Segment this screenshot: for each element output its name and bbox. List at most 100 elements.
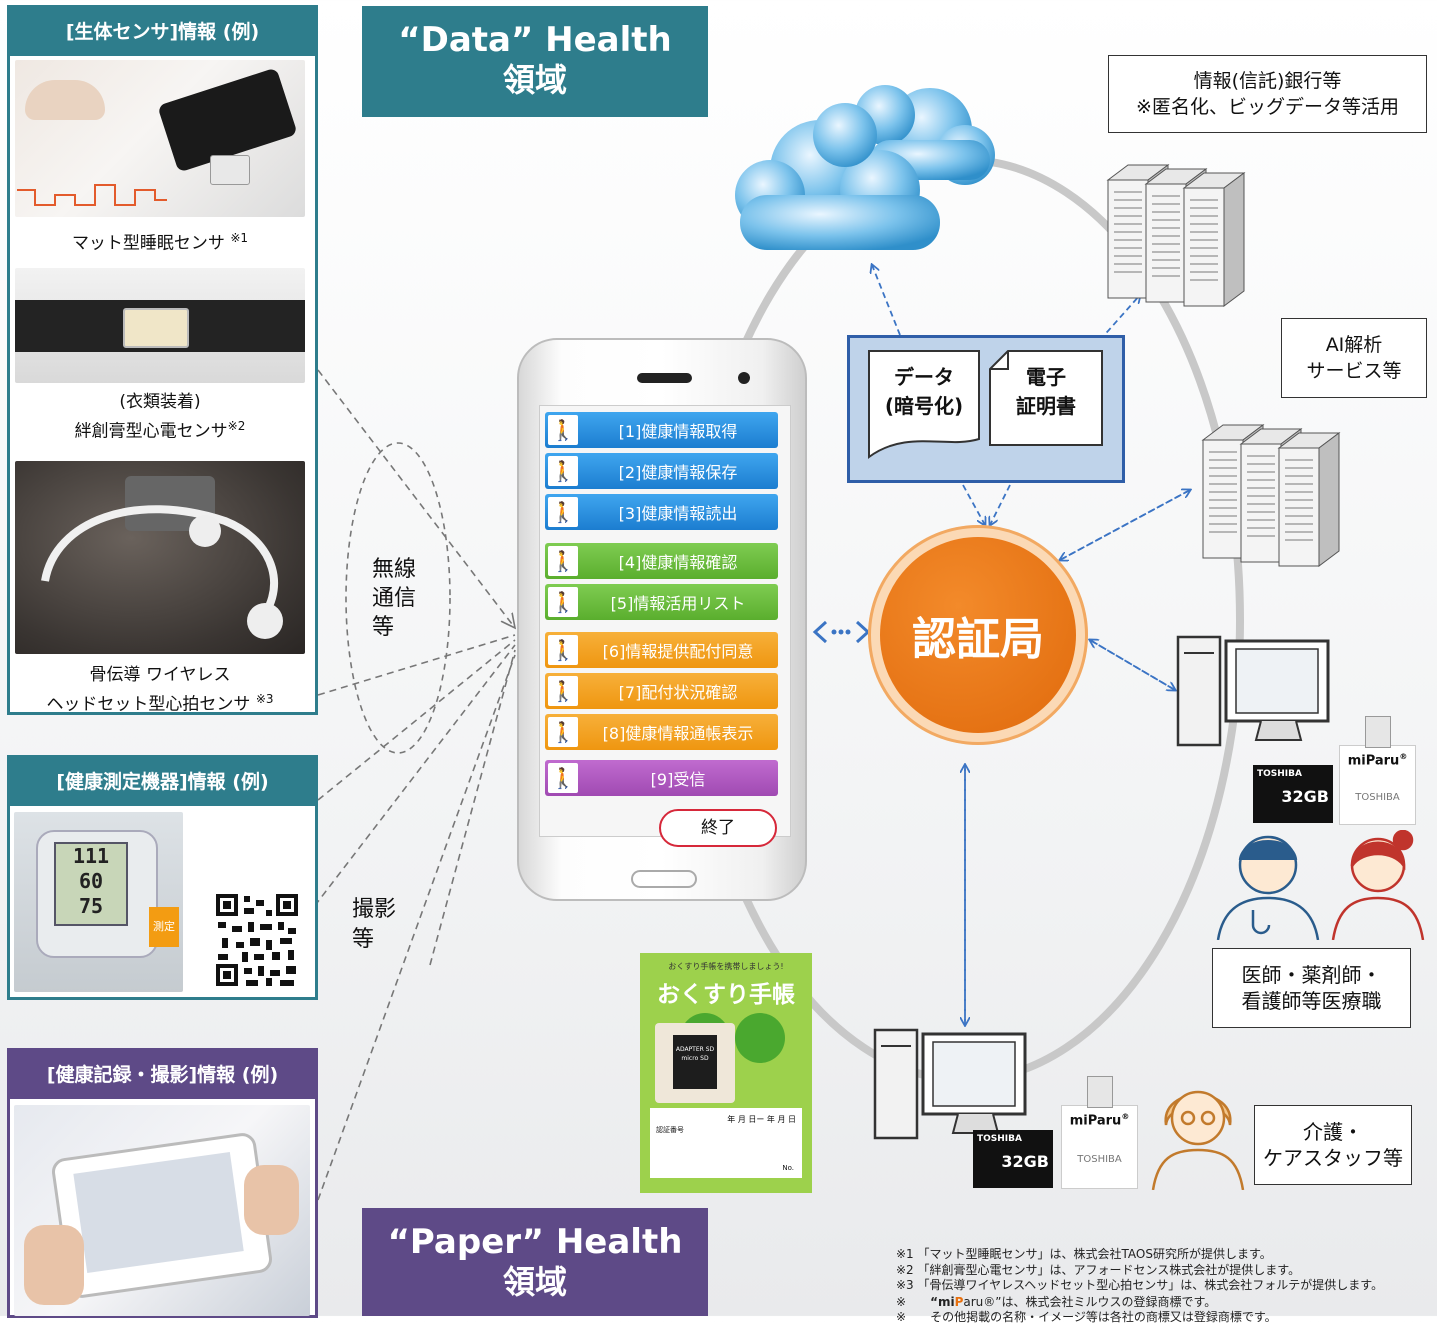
- bottom-miparu-maker: TOSHIBA: [1077, 1154, 1122, 1166]
- trademark-note-2-text: その他掲載の名称・イメージ等は各社の商標又は登録商標です。: [930, 1310, 1277, 1324]
- trademark-note-1-accent: P: [954, 1295, 964, 1309]
- bottom-miparu-reader: miParu® TOSHIBA: [1061, 1076, 1138, 1189]
- blood-pressure-monitor-image: 111 60 75 測定: [14, 812, 183, 992]
- bandage-ecg-sensor-image: [15, 268, 305, 383]
- mat-sleep-sensor-label: マット型睡眠センサ: [71, 233, 225, 254]
- footnote-1: ※1 「マット型睡眠センサ」は、株式会社TAOS研究所が提供します。: [896, 1247, 1272, 1261]
- exit-button[interactable]: 終了: [659, 809, 777, 847]
- photo-label-line1: 撮影: [352, 897, 397, 922]
- paper-health-domain: “Paper” Health 領域: [362, 1208, 708, 1316]
- certificate-authority-label: 認証局: [912, 614, 1044, 665]
- menu-item-6[interactable]: 🚶[6]情報提供配付同意: [545, 632, 778, 668]
- medical-label-line2: 看護師等医療職: [1241, 989, 1382, 1013]
- cert-doc-line2: 証明書: [1016, 394, 1076, 418]
- wireless-label-line1: 無線: [372, 557, 417, 582]
- encrypted-data-doc: データ (暗号化): [867, 349, 981, 459]
- ai-label: AI解析 サービス等: [1281, 318, 1427, 398]
- notebook-dates: 年 月 日ー 年 月 日: [727, 1115, 796, 1124]
- headset-heart-sensor-label-line2: ヘッドセット型心拍センサ: [46, 694, 251, 715]
- bandage-ecg-sensor-label-line2: 絆創膏型心電センサ: [74, 421, 228, 442]
- care-pc-icon: [873, 1028, 1027, 1140]
- walking-person-icon: 🚶: [548, 415, 578, 445]
- health-record-title: [健康記録・撮影]情報 (例): [10, 1051, 315, 1099]
- walking-person-icon: 🚶: [548, 763, 578, 793]
- ai-server-icon: [1202, 424, 1340, 567]
- notebook-sd-label: ADAPTER SD micro SD: [673, 1035, 717, 1089]
- walking-person-icon: 🚶: [548, 546, 578, 576]
- medical-label-line1: 医師・薬剤師・: [1241, 963, 1382, 987]
- right-microsd-maker: TOSHIBA: [1257, 769, 1302, 779]
- certificate-authority: 認証局: [868, 525, 1088, 745]
- right-miparu-brand: miParu: [1347, 753, 1400, 769]
- bank-server-icon: [1106, 164, 1245, 307]
- menu-item-5[interactable]: 🚶 [5]情報活用リスト: [545, 584, 778, 620]
- link-ai-to-authority: [1060, 489, 1191, 560]
- trademark-note-2: ※ その他掲載の名称・イメージ等は各社の商標又は登録商標です。: [896, 1310, 1277, 1325]
- trademark-note-2-mark: ※: [896, 1310, 907, 1324]
- bio-sensor-title: [生体センサ]情報 (例): [10, 8, 315, 56]
- bandage-ecg-sensor-caption: (衣類装着) 絆創膏型心電センサ※2: [15, 390, 305, 444]
- link-authority-to-pc: [1089, 639, 1175, 690]
- line-qr-to-phone: [299, 644, 516, 926]
- care-label: 介護・ ケアスタッフ等: [1254, 1105, 1412, 1185]
- menu-item-7[interactable]: 🚶[7]配付状況確認: [545, 673, 778, 709]
- cloud-icon: [735, 85, 995, 250]
- menu-item-2[interactable]: 🚶[2]健康情報保存: [545, 453, 778, 489]
- menu-item-1[interactable]: 🚶 [1]健康情報取得: [545, 412, 778, 448]
- wireless-label-line2: 通信: [372, 586, 417, 611]
- right-microsd-capacity: 32GB: [1281, 787, 1329, 806]
- headset-heart-sensor-mark: ※3: [255, 692, 274, 706]
- link-pc-to-authority: [1090, 640, 1176, 691]
- data-health-domain: “Data” Health 領域: [362, 6, 708, 117]
- care-label-line2: ケアスタッフ等: [1263, 1146, 1403, 1170]
- link-doc-to-bank: [1099, 295, 1140, 341]
- footnote-2: ※2 「絆創膏型心電センサ」は、アフォードセンス株式会社が提供します。: [896, 1262, 1301, 1277]
- right-miparu-maker: TOSHIBA: [1355, 792, 1400, 804]
- phone-speaker: [637, 373, 692, 383]
- wireless-label-line3: 等: [372, 615, 395, 640]
- phone-home-button[interactable]: [631, 870, 697, 888]
- photo-label: 撮影 等: [352, 895, 396, 955]
- right-microsd-card: TOSHIBA 32GB: [1253, 765, 1333, 823]
- data-health-title: “Data” Health: [398, 20, 672, 60]
- bp-pulse-value: 75: [78, 894, 104, 918]
- data-doc-line2: (暗号化): [884, 394, 964, 418]
- bp-systolic-value: 111: [72, 844, 110, 868]
- menu-item-label: [3]健康情報読出: [618, 504, 738, 523]
- trademark-note-1: ※ “miParu®”は、株式会社ミルウスの登録商標です。: [896, 1295, 1277, 1310]
- right-miparu-reader: miParu® TOSHIBA: [1339, 716, 1416, 825]
- paper-health-title: “Paper” Health: [387, 1222, 683, 1262]
- wireless-ellipse: [345, 442, 451, 754]
- paper-health-subtitle: 領域: [502, 1263, 567, 1301]
- data-doc-line1: データ: [894, 365, 954, 389]
- photo-label-line2: 等: [352, 927, 375, 952]
- menu-item-label: [1]健康情報取得: [618, 422, 738, 441]
- qr-code: [214, 892, 300, 988]
- headset-heart-sensor-image: [15, 461, 305, 654]
- menu-item-label: [5]情報活用リスト: [610, 594, 746, 613]
- footnotes: ※1 「マット型睡眠センサ」は、株式会社TAOS研究所が提供します。 ※2 「絆…: [896, 1247, 1383, 1294]
- line-photo-to-phone: [429, 649, 516, 966]
- notebook-caption: おくすり手帳を携帯しましょう!: [668, 962, 784, 971]
- bank-label: 情報(信託)銀行等 ※匿名化、ビッグデータ等活用: [1108, 55, 1427, 133]
- wireless-label: 無線 通信 等: [372, 555, 416, 642]
- menu-item-9[interactable]: 🚶[9]受信: [545, 760, 778, 796]
- bottom-microsd-maker: TOSHIBA: [977, 1134, 1022, 1144]
- walking-person-icon: 🚶: [548, 587, 578, 617]
- line-device-to-phone: [317, 639, 516, 801]
- menu-item-label: [4]健康情報確認: [618, 553, 738, 572]
- trademark-note-1-pre: “mi: [930, 1295, 955, 1309]
- medicine-notebook: おくすり手帳を携帯しましょう! おくすり手帳 ADAPTER SD micro …: [640, 953, 812, 1193]
- bottom-miparu-reg: ®: [1121, 1112, 1130, 1121]
- menu-item-3[interactable]: 🚶[3]健康情報読出: [545, 494, 778, 530]
- cert-doc-line1: 電子: [1026, 365, 1066, 389]
- menu-item-label: [6]情報提供配付同意: [602, 642, 754, 661]
- line-record-to-phone: [317, 654, 516, 1201]
- menu-item-8[interactable]: 🚶[8]健康情報通帳表示: [545, 714, 778, 750]
- care-label-line1: 介護・: [1303, 1120, 1363, 1144]
- trademark-note-1-mark: ※: [896, 1295, 907, 1309]
- headset-heart-sensor-caption: 骨伝導 ワイヤレス ヘッドセット型心拍センサ ※3: [15, 663, 305, 717]
- menu-item-label: [7]配付状況確認: [618, 683, 738, 702]
- menu-item-4[interactable]: 🚶 [4]健康情報確認: [545, 543, 778, 579]
- notebook-no-label: No.: [782, 1164, 794, 1172]
